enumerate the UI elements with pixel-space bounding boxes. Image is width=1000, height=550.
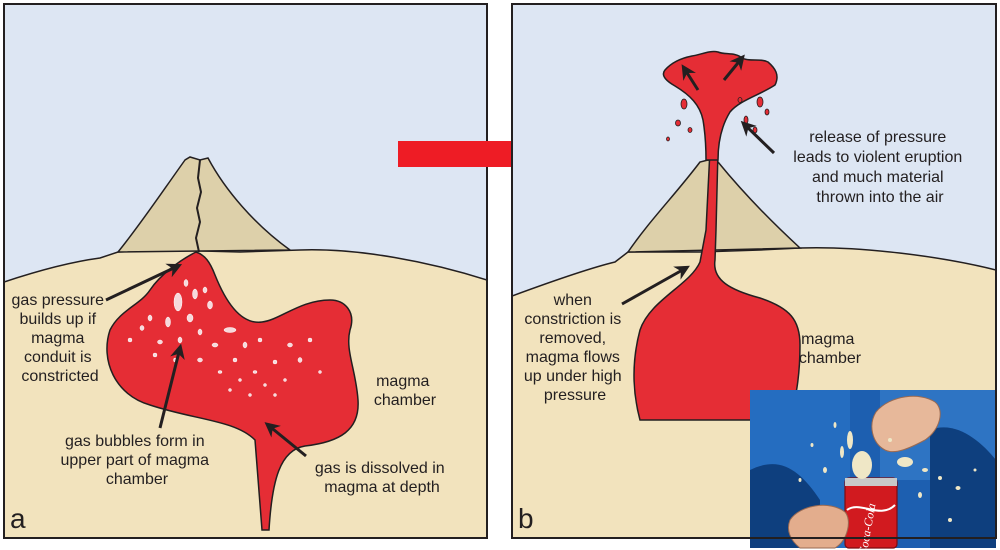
arrow-gas-pressure <box>105 263 183 302</box>
panel-a: gas pressure builds up if magma conduit … <box>3 3 488 539</box>
conduit-crack-a <box>194 159 203 253</box>
label-dissolved: gas is dissolved in magma at depth <box>315 460 449 496</box>
arrow-plume-left <box>681 64 700 91</box>
arrow-plume-right <box>722 54 745 81</box>
label-eruption: release of pressure leads to violent eru… <box>793 129 966 206</box>
arrow-dissolved <box>264 422 307 458</box>
panel-b-letter: b <box>518 503 534 534</box>
arrow-constriction <box>621 265 690 306</box>
soda-photo: Coca-Cola <box>750 390 996 550</box>
label-gas-pressure: gas pressure builds up if magma conduit … <box>12 292 109 385</box>
label-constriction: when constriction is removed, magma flow… <box>524 292 626 404</box>
arrow-bubbles <box>158 343 185 429</box>
gas-bubbles <box>127 279 322 397</box>
volcano-cone-a <box>116 156 293 253</box>
panel-a-letter: a <box>10 503 26 534</box>
panel-b-frame <box>511 3 997 539</box>
arrow-eruption <box>740 120 776 155</box>
label-chamber-b: magma chamber <box>799 331 862 367</box>
label-chamber-a: magma chamber <box>374 373 437 409</box>
spray <box>798 422 977 522</box>
label-bubbles: gas bubbles form in upper part of magma … <box>61 433 214 488</box>
hand-top <box>871 395 941 453</box>
panel-a-frame <box>3 3 488 539</box>
panel-b: Coca-Cola <box>511 3 997 550</box>
